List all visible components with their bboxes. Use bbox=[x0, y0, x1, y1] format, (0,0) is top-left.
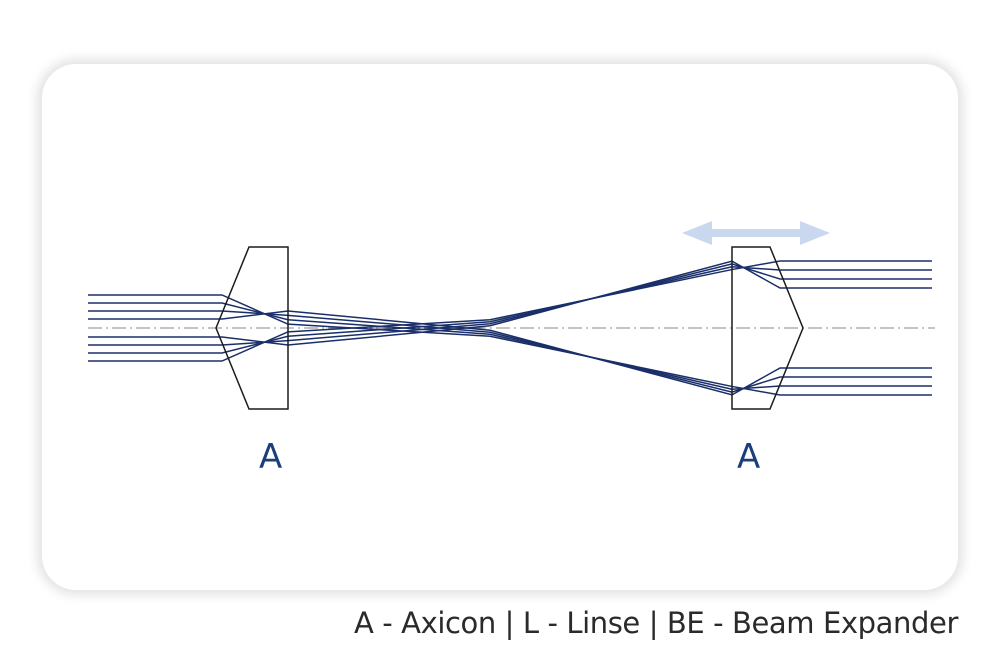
beam-ray bbox=[88, 310, 932, 393]
movement-arrow-icon bbox=[682, 221, 830, 245]
beam-ray bbox=[88, 294, 932, 396]
beam-ray bbox=[88, 260, 932, 362]
beam-ray bbox=[88, 263, 932, 346]
diagram-card bbox=[42, 64, 958, 590]
axicon-2-label: A bbox=[737, 437, 761, 477]
legend: A - Axicon | L - Linse | BE - Beam Expan… bbox=[354, 606, 958, 640]
axicon-1-element bbox=[215, 246, 289, 410]
axicon-1-label: A bbox=[259, 437, 283, 477]
beam-ray bbox=[88, 260, 932, 346]
beam-ray bbox=[88, 310, 932, 396]
axicon-2-element bbox=[731, 246, 804, 410]
